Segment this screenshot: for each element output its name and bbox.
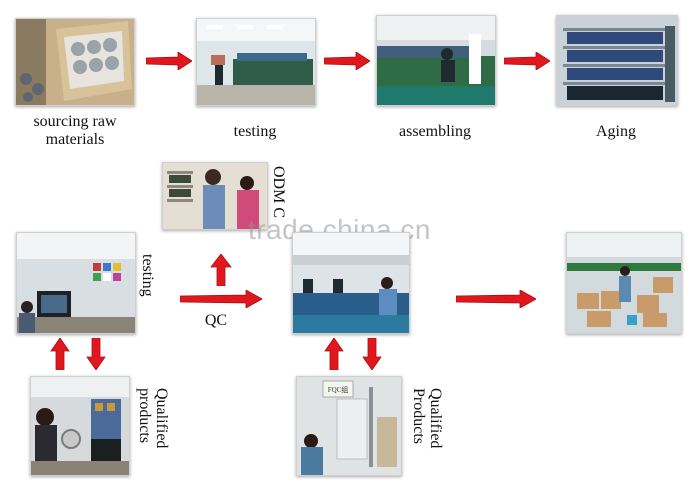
photo-qc-line-image — [293, 233, 409, 333]
arrow-right-2 — [324, 52, 370, 70]
photo-testing-line — [196, 18, 316, 106]
photo-qc-line — [292, 232, 410, 334]
label-sourcing-raw-materials: sourcing raw materials — [14, 113, 136, 149]
label-qc: QC — [204, 312, 228, 329]
label-odm: ODM C — [270, 166, 287, 219]
photo-packing-image — [567, 233, 681, 333]
photo-testing-lab — [16, 232, 136, 334]
arrow-down-left — [86, 338, 106, 370]
photo-packing-warehouse — [566, 232, 682, 334]
arrow-up-right — [324, 338, 344, 370]
photo-assembling-line — [376, 15, 496, 106]
photo-assembling-image — [377, 16, 495, 105]
label-qualified-products-right: Qualified Products — [410, 388, 444, 449]
fqc-sign-text: FQC组 — [328, 385, 349, 394]
arrow-up-odm-icon — [210, 254, 232, 286]
photo-testing-line-image — [197, 19, 315, 105]
arrow-right-packing-icon — [456, 290, 536, 308]
arrow-down-left-icon — [86, 338, 106, 370]
arrow-right-2-icon — [324, 52, 370, 70]
label-aging: Aging — [596, 123, 636, 140]
arrow-up-right-icon — [324, 338, 344, 370]
photo-sourcing-image — [16, 19, 134, 105]
photo-odm-image — [163, 163, 267, 229]
label-testing-top: testing — [233, 123, 277, 140]
photo-aging-racks — [556, 15, 678, 106]
photo-qualified-products-right: FQC组 — [296, 376, 402, 476]
arrow-right-1 — [146, 52, 192, 70]
photo-sourcing-raw-materials — [15, 18, 135, 106]
arrow-up-left — [50, 338, 70, 370]
arrow-right-packing — [456, 290, 536, 308]
photo-qualified-products-left — [30, 376, 130, 476]
arrow-right-1-icon — [146, 52, 192, 70]
arrow-right-3-icon — [504, 52, 550, 70]
label-testing-side: testing — [139, 254, 156, 297]
label-qualified-products-left: Qualified products — [136, 388, 170, 449]
arrow-down-right-icon — [362, 338, 382, 370]
arrow-right-qc-icon — [180, 290, 262, 308]
photo-qualified-left-image — [31, 377, 129, 475]
arrow-up-left-icon — [50, 338, 70, 370]
photo-testing-lab-image — [17, 233, 135, 333]
label-assembling: assembling — [399, 123, 471, 140]
arrow-right-qc — [180, 290, 262, 308]
photo-odm — [162, 162, 268, 230]
arrow-down-right — [362, 338, 382, 370]
label-sourcing-text: sourcing raw materials — [33, 113, 117, 148]
arrow-up-odm — [208, 254, 234, 286]
photo-aging-image — [557, 16, 677, 105]
photo-qualified-right-image: FQC组 — [297, 377, 401, 475]
arrow-right-3 — [504, 52, 550, 70]
